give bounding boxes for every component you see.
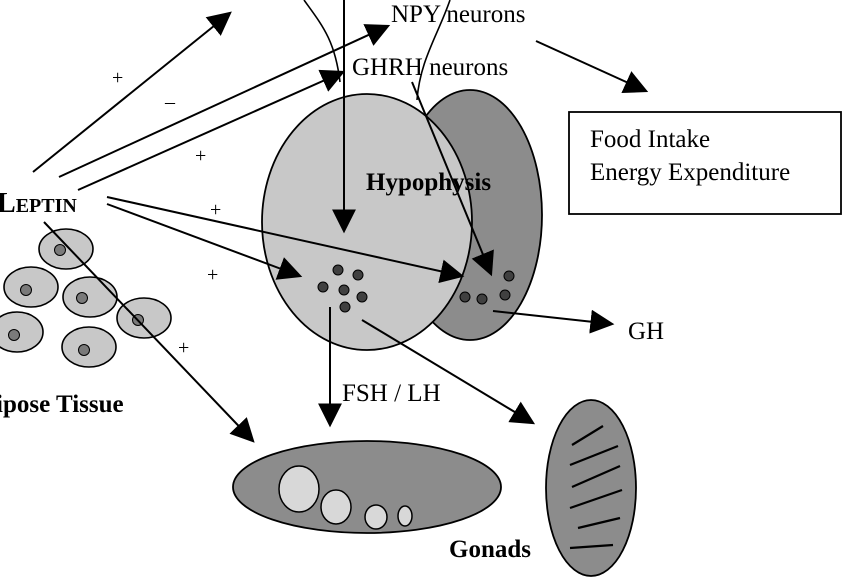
adipocyte [38,228,94,270]
fsh-lh-label: FSH / LH [342,380,441,407]
granule [503,270,515,282]
arrow-leptin-posterior [106,196,465,284]
sign-plus: + [195,145,206,167]
arrow-to-testis [361,319,536,425]
arrow-ghrh-posterior [411,81,494,277]
posterior-granules [459,270,515,305]
sign-plus: + [178,337,189,359]
adenohypophysis-lobe [261,93,473,351]
granule [356,291,368,303]
ovary [232,440,502,534]
sign-minus: – [164,91,176,113]
sign-plus: + [207,264,218,286]
follicle [278,465,320,513]
arrow-leptin-up [32,11,232,173]
adipocyte [61,326,117,368]
granule [317,281,329,293]
seminiferous-tubule [569,543,614,550]
leptin-rest: EPTIN [16,195,78,217]
adipose-tissue-label: ipose Tissue [0,391,124,418]
adipocyte [116,297,172,339]
granule [499,289,511,301]
arrow-leptin-ghrh [77,69,346,191]
food-intake-label: Food Intake [590,126,710,153]
ghrh-neurons-label: GHRH neurons [352,54,508,81]
arrows [32,0,649,443]
seminiferous-tubule [571,464,621,489]
arrow-gh [492,309,615,334]
granule [338,284,350,296]
seminiferous-tubule [569,488,623,510]
adipocyte [0,311,44,353]
seminiferous-tubule [569,444,619,467]
arrow-leptin-anterior [106,203,303,280]
leptin-initial: L [0,188,16,219]
gh-label: GH [628,318,664,345]
follicle [397,505,413,527]
hypophysis [261,89,543,351]
hypophysis-label: Hypophysis [366,169,491,196]
axon-curve-right [416,0,451,101]
npy-neurons-label: NPY neurons [391,1,526,28]
adipocyte [62,276,118,318]
adipose-tissue [0,228,172,368]
seminiferous-tubule [577,516,621,530]
testis [545,399,637,577]
anterior-granules [317,264,368,313]
adipocyte [3,266,59,308]
arrow-leptin-npy [58,24,391,178]
granule [352,269,364,281]
granule [332,264,344,276]
arrow-npy-food-intake [535,40,649,93]
energy-expenditure-label: Energy Expenditure [590,159,790,186]
gonads-label: Gonads [449,536,531,563]
leptin-label: LEPTIN [0,188,77,219]
sign-plus: + [112,67,123,89]
sign-plus: + [210,199,221,221]
granule [339,301,351,313]
follicle [320,489,352,525]
seminiferous-tubule [571,425,604,446]
effect-signs: + – + + + + [112,67,221,359]
axon-curve-left [303,0,341,83]
granule [476,293,488,305]
granule [459,291,471,303]
arrow-leptin-gonads [43,221,255,443]
follicle [364,504,388,530]
effects-box: Food Intake Energy Expenditure [568,111,842,215]
